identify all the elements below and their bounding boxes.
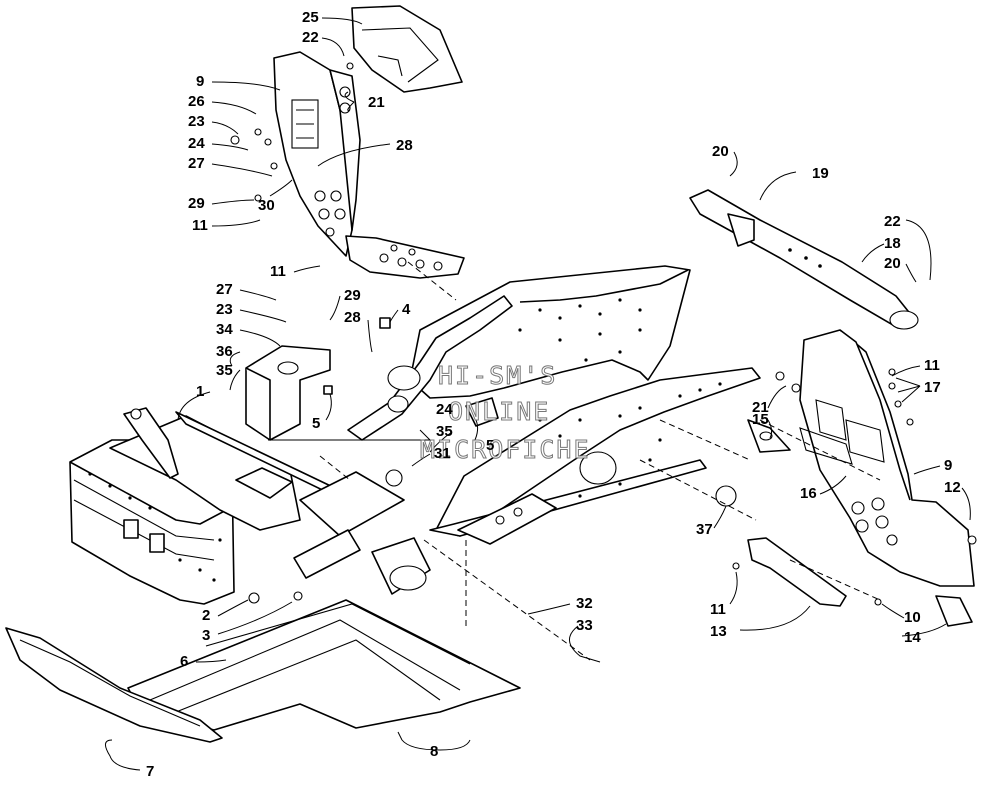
watermark-line-3: MICROFICHE — [420, 435, 591, 464]
callout-10: 10 — [904, 609, 921, 626]
watermark: HI-SM'S ONLINE MICROFICHE — [420, 361, 591, 465]
front-cross-bar — [689, 189, 919, 330]
callout-35: 35 — [436, 423, 453, 440]
callout-3: 3 — [202, 627, 210, 644]
callout-14: 14 — [904, 629, 921, 646]
callout-numbers: 25 22 9 26 21 23 24 28 27 29 30 11 11 27… — [146, 9, 961, 780]
callout-13: 13 — [710, 623, 727, 640]
callout-4: 4 — [402, 301, 411, 318]
callout-9: 9 — [944, 457, 952, 474]
callout-35: 35 — [216, 362, 233, 379]
callout-33: 33 — [576, 617, 593, 634]
callout-24: 24 — [188, 135, 205, 152]
callout-21: 21 — [752, 399, 769, 416]
callout-9: 9 — [196, 73, 204, 90]
callout-37: 37 — [696, 521, 713, 538]
callout-27: 27 — [216, 281, 233, 298]
callout-1: 1 — [196, 383, 204, 400]
callout-29: 29 — [188, 195, 205, 212]
callout-27: 27 — [188, 155, 205, 172]
callout-leader-lines — [105, 17, 971, 771]
callout-22: 22 — [884, 213, 901, 230]
callout-11: 11 — [192, 217, 208, 234]
callout-20: 20 — [884, 255, 901, 272]
callout-16: 16 — [800, 485, 817, 502]
callout-19: 19 — [812, 165, 829, 182]
callout-5: 5 — [312, 415, 320, 432]
callout-29: 29 — [344, 287, 361, 304]
callout-23: 23 — [188, 113, 205, 130]
lower-brackets — [732, 537, 973, 627]
right-side-plate-assembly — [747, 329, 977, 587]
callout-28: 28 — [344, 309, 361, 326]
steering-support-assembly — [230, 5, 465, 279]
callout-7: 7 — [146, 763, 154, 780]
watermark-line-2: ONLINE — [448, 397, 550, 426]
callout-34: 34 — [216, 321, 233, 338]
callout-6: 6 — [180, 653, 188, 670]
callout-20: 20 — [712, 143, 729, 160]
callout-15: 15 — [752, 411, 769, 428]
callout-11: 11 — [710, 601, 726, 618]
callout-26: 26 — [188, 93, 205, 110]
callout-23: 23 — [216, 301, 233, 318]
callout-32: 32 — [576, 595, 593, 612]
main-frame-chassis — [69, 265, 761, 605]
callout-8: 8 — [430, 743, 438, 760]
callout-36: 36 — [216, 343, 233, 360]
callout-24: 24 — [436, 401, 453, 418]
callout-31: 31 — [434, 445, 451, 462]
callout-11: 11 — [924, 357, 940, 374]
callout-17: 17 — [924, 379, 941, 396]
alignment-lines — [319, 261, 881, 661]
callout-12: 12 — [944, 479, 961, 496]
callout-5: 5 — [486, 437, 494, 454]
callout-18: 18 — [884, 235, 901, 252]
watermark-line-1: HI-SM'S — [438, 361, 557, 390]
callout-21: 21 — [368, 94, 385, 111]
callout-28: 28 — [396, 137, 413, 154]
callout-25: 25 — [302, 9, 319, 26]
callout-11: 11 — [270, 263, 286, 280]
callout-22: 22 — [302, 29, 319, 46]
belly-pan-and-skid — [5, 599, 521, 743]
callout-30: 30 — [258, 197, 275, 214]
callout-2: 2 — [202, 607, 210, 624]
